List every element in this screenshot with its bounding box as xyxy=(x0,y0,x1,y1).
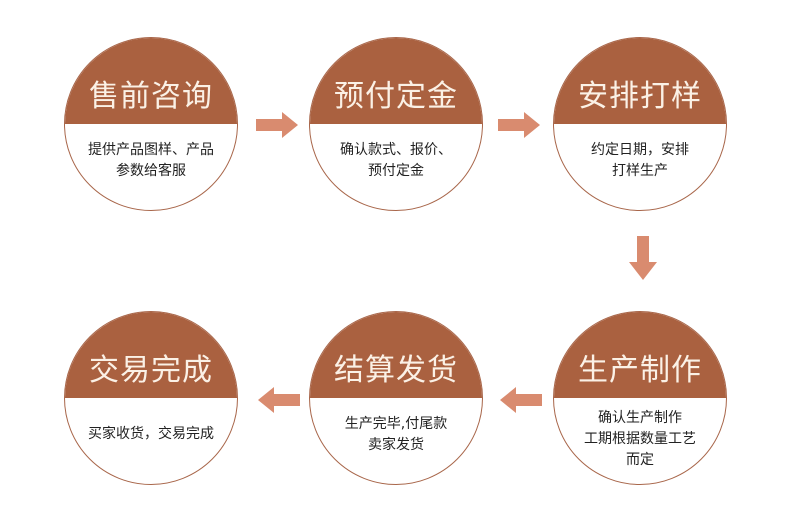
step-description: 确认款式、报价、 预付定金 xyxy=(340,142,452,179)
step-presale-consultation: 售前咨询 提供产品图样、产品 参数给客服 xyxy=(64,37,238,211)
step-transaction-complete: 交易完成 买家收货，交易完成 xyxy=(64,311,238,485)
step-description: 约定日期，安排 打样生产 xyxy=(591,142,689,179)
step-production: 生产制作 确认生产制作 工期根据数量工艺 而定 xyxy=(553,311,727,485)
step-body: 约定日期，安排 打样生产 xyxy=(554,124,726,210)
step-body: 买家收货，交易完成 xyxy=(65,398,237,484)
step-title: 交易完成 xyxy=(89,353,213,388)
step-title: 安排打样 xyxy=(578,79,702,114)
step-body: 提供产品图样、产品 参数给客服 xyxy=(65,124,237,210)
step-header: 生产制作 xyxy=(554,312,726,398)
step-header: 交易完成 xyxy=(65,312,237,398)
step-body: 生产完毕,付尾款 卖家发货 xyxy=(310,398,482,484)
step-header: 售前咨询 xyxy=(65,38,237,124)
step-deposit: 预付定金 确认款式、报价、 预付定金 xyxy=(309,37,483,211)
step-header: 结算发货 xyxy=(310,312,482,398)
arrow-down-icon xyxy=(629,236,657,280)
step-description: 生产完毕,付尾款 卖家发货 xyxy=(344,416,448,453)
step-description: 买家收货，交易完成 xyxy=(88,426,214,442)
step-title: 预付定金 xyxy=(334,79,458,114)
arrow-right-icon xyxy=(498,112,540,138)
step-description: 提供产品图样、产品 参数给客服 xyxy=(88,142,214,179)
arrow-left-icon xyxy=(500,387,542,413)
step-header: 安排打样 xyxy=(554,38,726,124)
step-description: 确认生产制作 工期根据数量工艺 而定 xyxy=(584,410,696,468)
step-title: 结算发货 xyxy=(334,353,458,388)
step-title: 售前咨询 xyxy=(89,79,213,114)
step-header: 预付定金 xyxy=(310,38,482,124)
step-title: 生产制作 xyxy=(578,353,702,388)
step-arrange-sampling: 安排打样 约定日期，安排 打样生产 xyxy=(553,37,727,211)
step-body: 确认生产制作 工期根据数量工艺 而定 xyxy=(554,398,726,484)
arrow-right-icon xyxy=(256,112,298,138)
step-settlement-shipping: 结算发货 生产完毕,付尾款 卖家发货 xyxy=(309,311,483,485)
step-body: 确认款式、报价、 预付定金 xyxy=(310,124,482,210)
arrow-left-icon xyxy=(258,387,300,413)
